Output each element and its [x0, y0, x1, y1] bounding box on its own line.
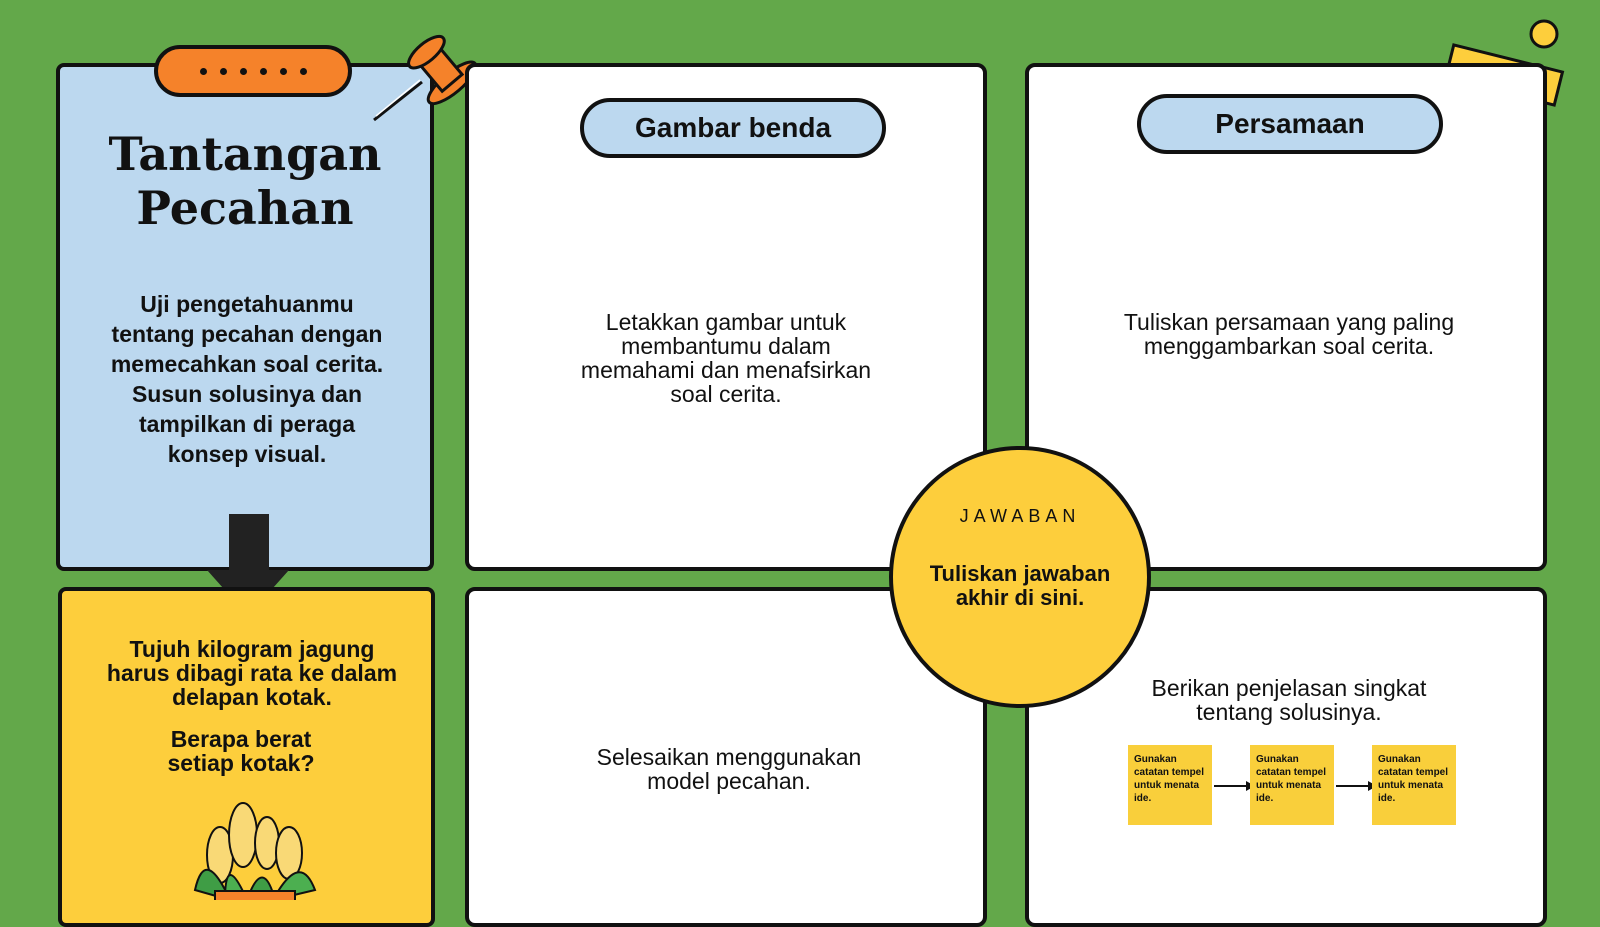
problem-question: Berapa berat setiap kotak?	[167, 726, 315, 776]
push-pin-icon	[373, 34, 478, 122]
challenge-title-line1: Tantangan	[108, 127, 382, 181]
tag-dot	[199, 67, 207, 75]
sticky-note[interactable]: Gunakan catatan tempel untuk menata ide.	[1250, 745, 1334, 825]
equation-panel-heading: Persamaan	[1137, 94, 1443, 154]
problem-card: Tujuh kilogram jagung harus dibagi rata …	[58, 587, 435, 927]
sticky-note[interactable]: Gunakan catatan tempel untuk menata ide.	[1372, 745, 1456, 825]
answer-circle: JAWABAN Tuliskan jawaban akhir di sini.	[889, 446, 1151, 708]
answer-label: JAWABAN	[959, 506, 1081, 526]
model-panel-instruction: Selesaikan menggunakan model pecahan.	[596, 744, 862, 794]
challenge-description: Uji pengetahuanmu tentang pecahan dengan…	[110, 291, 384, 467]
picture-panel-instruction: Letakkan gambar untuk membantumu dalam m…	[580, 309, 872, 407]
orange-tag	[154, 45, 352, 97]
challenge-card: Tantangan Pecahan Uji pengetahuanmu tent…	[56, 63, 434, 571]
tag-dot	[279, 67, 287, 75]
challenge-title: Tantangan Pecahan	[60, 127, 430, 235]
picture-panel: Gambar benda Letakkan gambar untuk memba…	[465, 63, 987, 571]
problem-statement: Tujuh kilogram jagung harus dibagi rata …	[106, 636, 398, 710]
tag-dot	[219, 67, 227, 75]
picture-panel-heading: Gambar benda	[580, 98, 886, 158]
arrow-right-icon	[1336, 785, 1370, 787]
answer-text: Tuliskan jawaban akhir di sini.	[929, 561, 1111, 610]
model-panel: Selesaikan menggunakan model pecahan.	[465, 587, 987, 927]
sticky-note[interactable]: Gunakan catatan tempel untuk menata ide.	[1128, 745, 1212, 825]
tag-dot	[299, 67, 307, 75]
arrow-right-icon	[1214, 785, 1248, 787]
tag-dot	[239, 67, 247, 75]
challenge-title-line2: Pecahan	[136, 181, 354, 235]
equation-panel-instruction: Tuliskan persamaan yang paling menggamba…	[1123, 309, 1455, 359]
explain-panel-instruction: Berikan penjelasan singkat tentang solus…	[1151, 675, 1427, 725]
corn-icon	[193, 802, 317, 900]
tag-dot	[259, 67, 267, 75]
